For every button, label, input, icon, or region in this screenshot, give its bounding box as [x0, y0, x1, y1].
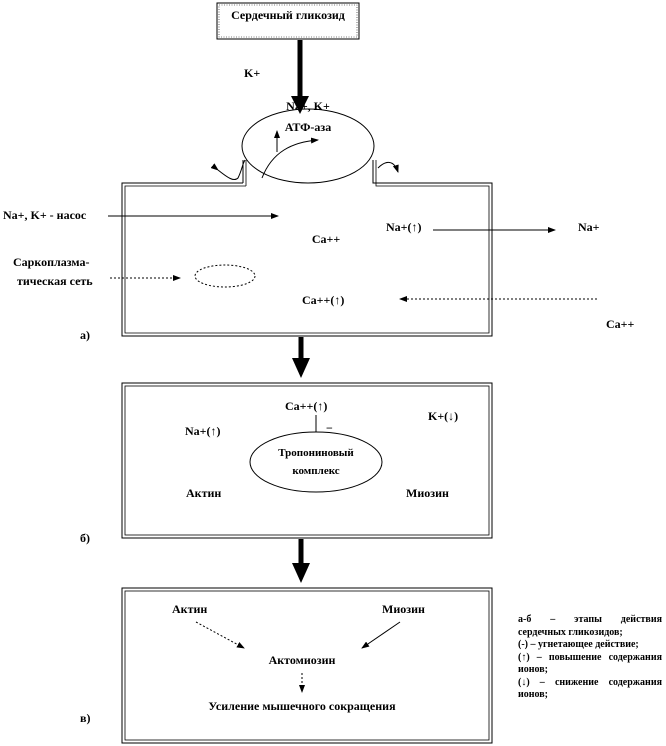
sr-ellipse — [194, 264, 256, 288]
enzyme-label-2: АТФ-аза — [285, 120, 331, 134]
pump-label: Na+, K+ - насос — [3, 208, 87, 222]
na-out: Na+ — [578, 220, 600, 234]
legend-item: (↓) – снижение содержания ионов; — [518, 676, 662, 701]
ca-out: Ca++ — [606, 317, 635, 331]
na-up-a: Na+(↑) — [386, 220, 422, 234]
actin-c: Актин — [172, 602, 207, 616]
k-down-b: K+(↓) — [428, 409, 458, 423]
enzyme-label-1: Na+, K+ — [286, 99, 330, 113]
ca-up-a: Ca++(↑) — [302, 293, 344, 307]
glycoside-box: Сердечный гликозид — [216, 2, 360, 40]
left-small-curve — [210, 159, 246, 181]
legend-item: а-б – этапы действия сердечных гликозидо… — [518, 614, 662, 638]
panel-a — [121, 160, 493, 337]
marker-c: в) — [80, 711, 90, 725]
atpase-ellipse — [241, 108, 375, 184]
sr-label-1: Саркоплазма- — [13, 255, 89, 269]
main-arrow-1 — [291, 40, 309, 114]
troponin-label-1: Тропониновый — [278, 447, 354, 459]
ca-center: Ca++ — [312, 232, 341, 246]
sr-label-2: тическая сеть — [17, 274, 93, 288]
actin-b: Актин — [186, 486, 221, 500]
na-up-b: Na+(↑) — [185, 424, 221, 438]
minus-sign: − — [326, 421, 333, 435]
legend: а-б – этапы действия сердечных гликозидо… — [518, 614, 662, 702]
legend-item: (-) – угнетающее действие; — [518, 639, 639, 650]
troponin-label-2: комплекс — [292, 465, 339, 477]
actin-arrow — [195, 621, 245, 649]
marker-b: б) — [80, 531, 90, 545]
marker-a: а) — [80, 328, 90, 342]
pump-curve-arrow — [261, 137, 319, 179]
ca-up-b: Ca++(↑) — [285, 399, 327, 413]
k-plus-label: K+ — [244, 66, 260, 80]
actomyosin: Актомиозин — [269, 653, 336, 667]
myosin-arrow — [361, 621, 401, 649]
glycoside-label: Сердечный гликозид — [231, 8, 345, 22]
troponin-ellipse — [249, 431, 383, 493]
panel-c — [121, 587, 493, 744]
main-arrow-3 — [292, 539, 310, 583]
myosin-b: Миозин — [406, 486, 449, 500]
right-small-curve — [377, 162, 399, 173]
main-arrow-2 — [292, 337, 310, 378]
result-label: Усиление мышечного сокращения — [208, 699, 396, 713]
legend-item: (↑) – повышение содержания ионов; — [518, 651, 662, 676]
panel-b — [121, 382, 493, 539]
myosin-c: Миозин — [382, 602, 425, 616]
